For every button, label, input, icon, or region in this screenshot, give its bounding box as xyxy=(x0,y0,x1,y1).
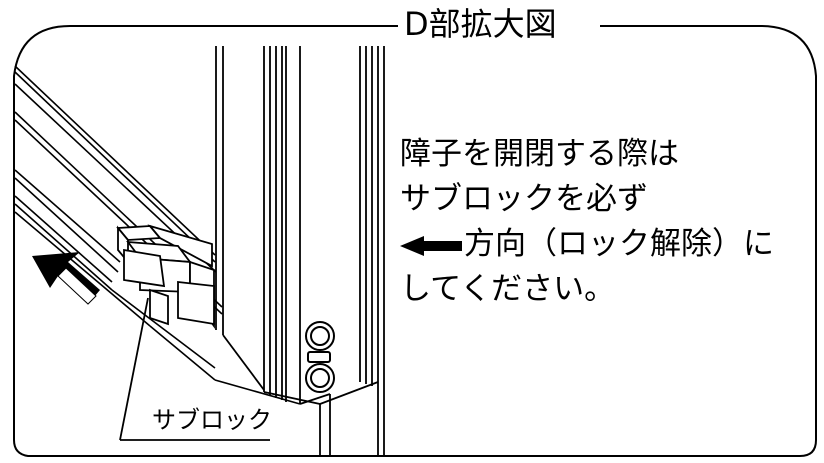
instruction-line-4: してください。 xyxy=(400,271,616,307)
instruction-text: 障子を開閉する際は サブロックを必ず 方向（ロック解除）に してください。 xyxy=(400,132,774,312)
instruction-line-3: 方向（ロック解除）に xyxy=(400,222,774,267)
page-title: D部拡大図 xyxy=(398,2,563,46)
vertical-frame xyxy=(215,46,385,456)
sublock-mechanism xyxy=(116,224,215,329)
left-arrow-icon xyxy=(400,235,462,256)
sliding-direction-arrow xyxy=(32,252,100,305)
instruction-line-3-text: 方向（ロック解除）に xyxy=(464,226,774,262)
sublock-label: サブロック xyxy=(152,406,272,434)
instruction-line-1: 障子を開閉する際は xyxy=(400,136,679,172)
knob-set xyxy=(305,321,335,393)
callout-leader xyxy=(119,297,270,441)
detail-frame xyxy=(13,25,817,457)
instruction-line-2: サブロックを必ず xyxy=(400,181,648,217)
knob-plate xyxy=(307,351,331,363)
